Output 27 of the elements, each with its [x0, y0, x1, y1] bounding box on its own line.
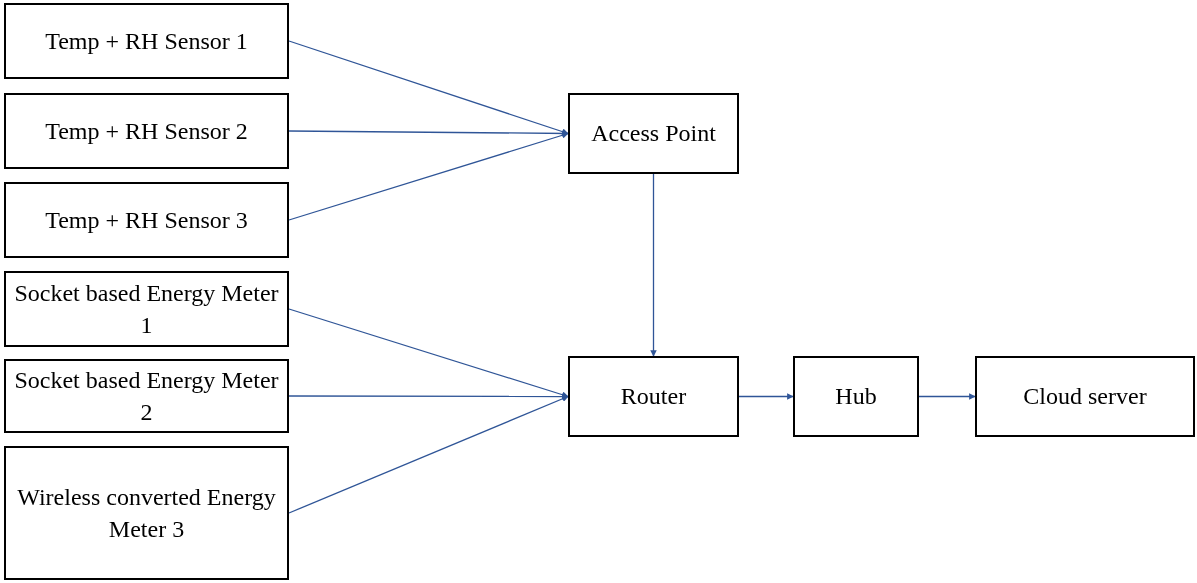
node-label: Access Point: [591, 119, 716, 149]
process-box: [4, 271, 289, 347]
node-label: Temp + RH Sensor 3: [45, 205, 248, 235]
process-box: [568, 356, 739, 437]
node-label: Wireless converted Energy Meter 3: [16, 482, 277, 544]
node-label: Temp + RH Sensor 1: [45, 26, 248, 56]
arrow: [650, 173, 657, 357]
process-box: [4, 3, 289, 79]
node-label: Temp + RH Sensor 2: [45, 116, 248, 146]
arrow: [288, 132, 569, 221]
process-box: [793, 356, 919, 437]
process-box: [975, 356, 1195, 437]
node-label: Hub: [835, 382, 877, 412]
node-label: Cloud server: [1023, 382, 1147, 412]
arrow: [738, 393, 794, 400]
process-box: [4, 182, 289, 258]
arrow: [288, 40, 569, 135]
node-label: Socket based Energy Meter 1: [14, 278, 279, 340]
arrow: [918, 393, 976, 400]
node-label: Router: [620, 382, 687, 412]
arrow: [288, 395, 569, 514]
process-box: [4, 359, 289, 433]
process-box: [4, 93, 289, 169]
node-label: Socket based Energy Meter 2: [14, 365, 279, 427]
arrow: [288, 308, 569, 398]
process-box: [568, 93, 739, 174]
process-box: [4, 446, 289, 580]
